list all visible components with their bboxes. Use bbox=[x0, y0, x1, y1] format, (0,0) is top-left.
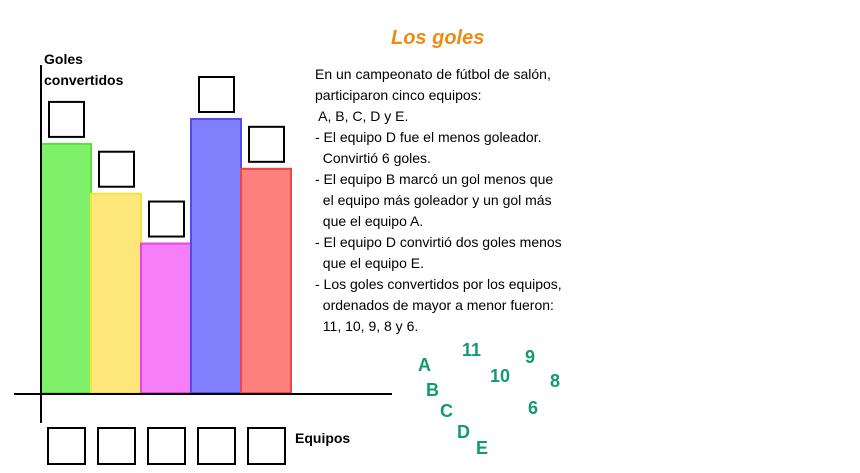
team-answer-box-3[interactable] bbox=[147, 427, 186, 465]
problem-line: A, B, C, D y E. bbox=[315, 108, 409, 124]
letter-tile-d[interactable]: D bbox=[457, 422, 470, 442]
problem-line: - El equipo D fue el menos goleador. bbox=[315, 129, 542, 145]
problem-line: ordenados de mayor a menor fueron: bbox=[315, 297, 554, 313]
letter-tile-c[interactable]: C bbox=[440, 401, 453, 421]
value-answer-box-d[interactable] bbox=[198, 76, 235, 113]
number-tile-10[interactable]: 10 bbox=[490, 366, 511, 386]
team-answer-box-5[interactable] bbox=[247, 427, 286, 465]
letter-tile-e[interactable]: E bbox=[476, 438, 489, 458]
bar-d bbox=[190, 118, 242, 394]
value-answer-box-b[interactable] bbox=[98, 150, 135, 188]
team-answer-box-2[interactable] bbox=[97, 427, 136, 465]
y-axis-label-line-2: convertidos bbox=[44, 72, 124, 88]
letter-tile-a[interactable]: A bbox=[418, 355, 431, 375]
problem-line: Convirtió 6 goles. bbox=[315, 150, 431, 166]
page-title: Los goles bbox=[391, 27, 485, 49]
problem-line: 11, 10, 9, 8 y 6. bbox=[315, 318, 419, 334]
problem-line: que el equipo E. bbox=[315, 255, 424, 271]
y-axis-label: Goles convertidos bbox=[44, 49, 123, 91]
bar-e bbox=[240, 167, 292, 394]
bar-b bbox=[90, 192, 142, 394]
value-answer-box-a[interactable] bbox=[48, 100, 85, 138]
problem-line: - El equipo B marcó un gol menos que bbox=[315, 171, 554, 187]
bar-c bbox=[140, 242, 192, 394]
problem-line: - Los goles convertidos por los equipos, bbox=[315, 276, 562, 292]
number-tile-8[interactable]: 8 bbox=[550, 371, 561, 391]
x-axis-label: Equipos bbox=[295, 430, 351, 446]
problem-line: que el equipo A. bbox=[315, 213, 424, 229]
problem-line: participaron cinco equipos: bbox=[315, 87, 482, 103]
number-tile-11[interactable]: 11 bbox=[462, 340, 482, 360]
team-answer-box-1[interactable] bbox=[47, 427, 86, 465]
number-tile-9[interactable]: 9 bbox=[525, 347, 536, 367]
problem-statement: En un campeonato de fútbol de salón, par… bbox=[315, 64, 585, 337]
bar-a bbox=[40, 142, 92, 394]
problem-line: - El equipo D convirtió dos goles menos bbox=[315, 234, 562, 250]
problem-line: En un campeonato de fútbol de salón, bbox=[315, 66, 551, 82]
team-answer-box-4[interactable] bbox=[197, 427, 236, 465]
letter-tile-b[interactable]: B bbox=[426, 380, 439, 400]
number-tile-6[interactable]: 6 bbox=[528, 398, 539, 418]
value-answer-box-e[interactable] bbox=[248, 125, 285, 163]
value-answer-box-c[interactable] bbox=[148, 200, 185, 238]
problem-line: el equipo más goleador y un gol más bbox=[315, 192, 552, 208]
y-axis-label-line-1: Goles bbox=[44, 51, 83, 67]
